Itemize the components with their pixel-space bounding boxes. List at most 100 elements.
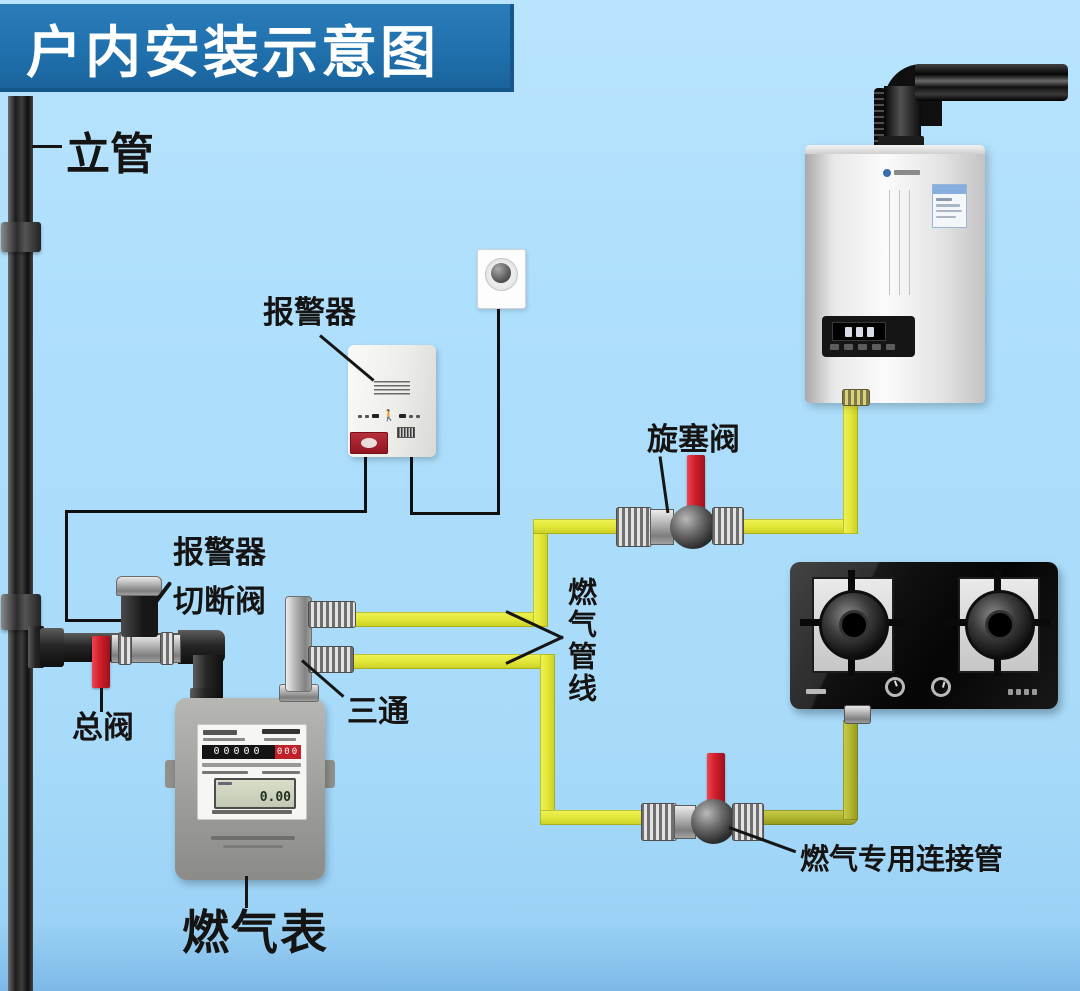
tee-branch-upper	[308, 601, 356, 628]
alarm-vents	[374, 381, 410, 397]
meter-text-bar	[262, 729, 300, 734]
plug-valve-coupler-right	[712, 507, 744, 545]
gas-pipe-to-plug-valve	[533, 519, 627, 534]
heater-seam	[899, 190, 900, 295]
meter-slot	[223, 845, 283, 848]
connection-pipe-horizontal	[756, 810, 858, 825]
riser-coupling-lower	[1, 594, 41, 630]
service-pipe-coupling	[40, 628, 64, 667]
alarm-power-lead	[410, 455, 413, 515]
power-cord-horizontal	[410, 512, 500, 515]
alarm-logo-oval	[361, 438, 377, 448]
flue-horizontal	[915, 64, 1068, 101]
alarm-cutoff-label-line2: 切断阀	[173, 584, 266, 619]
meter-text-bar	[264, 738, 296, 741]
gas-pipe-lower-drop	[540, 654, 555, 824]
stove-burner-left-cap	[839, 610, 869, 640]
gas-pipe-upper-horizontal	[350, 612, 548, 627]
tee-branch-lower	[308, 646, 354, 673]
meter-pointer-line	[245, 876, 248, 908]
sticker-header	[933, 185, 966, 194]
sticker-line	[936, 204, 960, 207]
tee-label: 三通	[347, 694, 409, 729]
heater-control-panel	[822, 316, 915, 357]
cutoff-valve-actuator	[121, 593, 158, 637]
alarm-red-label	[350, 432, 388, 454]
title-banner: 户内安装示意图	[0, 4, 514, 92]
power-cord-vertical	[497, 284, 500, 515]
cutoff-valve-nut-left	[118, 632, 132, 665]
heater-seam	[909, 190, 910, 295]
meter-ear-right	[323, 760, 335, 788]
riser-pointer-line	[32, 145, 62, 148]
heater-display	[832, 322, 886, 341]
stove-burner-right-cap	[985, 610, 1015, 640]
riser-label: 立管	[66, 130, 154, 179]
water-heater	[805, 145, 985, 403]
alarm-device: 🚶	[348, 345, 436, 457]
meter-lcd: 0.00	[214, 778, 296, 809]
cutoff-valve-nut-right	[160, 632, 174, 665]
plug-valve-handle	[687, 455, 705, 519]
meter-text-bar	[202, 763, 301, 767]
gas-pipe-to-heater	[736, 519, 858, 534]
meter-ear-left	[165, 760, 177, 788]
heater-gas-fitting	[842, 389, 870, 406]
lower-valve-hex	[674, 805, 696, 839]
main-valve-handle	[92, 636, 110, 688]
connection-pipe-label: 燃气专用连接管	[800, 844, 1004, 876]
running-person-icon: 🚶	[382, 409, 396, 422]
plug-valve-coupler-left	[616, 507, 652, 547]
flue-ribs	[874, 88, 886, 150]
riser-coupling-upper	[1, 222, 41, 252]
signal-wire-vertical	[65, 510, 68, 622]
meter-counter-red: 000	[275, 745, 301, 759]
alarm-signal-lead	[364, 455, 367, 513]
plug-valve-body	[670, 505, 716, 549]
lower-valve-body	[691, 799, 736, 844]
sticker-line	[936, 216, 956, 218]
sticker-line	[936, 198, 952, 201]
main-valve-label: 总阀	[72, 710, 134, 745]
stove-gas-fitting	[844, 705, 871, 724]
heater-seam	[889, 190, 890, 295]
meter-slot	[211, 836, 295, 840]
sticker-line	[936, 210, 962, 212]
gas-meter: 00000 000 0.00	[175, 698, 325, 880]
alarm-barcode	[398, 428, 414, 437]
alarm-cutoff-label-line1: 报警器	[173, 535, 266, 570]
gas-pipe-upper-rise	[533, 519, 548, 627]
meter-text-bar	[212, 810, 292, 814]
gas-line-label: 燃气管线	[563, 577, 596, 705]
gas-stove	[790, 562, 1058, 709]
main-valve-pointer-line	[100, 688, 103, 712]
stove-brand-text	[806, 689, 826, 694]
meter-label-panel: 00000 000 0.00	[197, 724, 307, 820]
meter-text-bar	[202, 771, 248, 774]
heater-logo	[883, 168, 923, 177]
plug-valve-label: 旋塞阀	[647, 422, 740, 457]
page-title: 户内安装示意图	[26, 20, 439, 84]
tee-fitting	[285, 596, 312, 692]
meter-counter-black: 00000	[202, 745, 275, 759]
alarm-indicator-row: 🚶	[358, 409, 426, 422]
lcd-small-text	[218, 782, 232, 785]
connection-pipe-vertical	[843, 720, 858, 820]
socket-plug	[491, 263, 511, 283]
heater-rating-sticker	[932, 184, 967, 228]
heater-buttons	[830, 344, 908, 351]
signal-wire-to-valve	[65, 619, 127, 622]
alarm-label-top: 报警器	[263, 295, 356, 330]
meter-text-bar	[203, 738, 245, 741]
gas-pipe-to-lower-valve	[540, 810, 652, 825]
gas-meter-label: 燃气表	[182, 906, 329, 959]
stove-control-icons	[1008, 689, 1037, 695]
cutoff-valve-cap	[116, 576, 162, 596]
meter-text-bar	[262, 771, 300, 774]
gas-pipe-heater-drop	[843, 402, 858, 534]
lower-valve-coupler-left	[641, 803, 677, 841]
lcd-value: 0.00	[259, 790, 291, 805]
meter-text-bar	[203, 730, 237, 735]
stove-burner-left	[819, 590, 889, 660]
